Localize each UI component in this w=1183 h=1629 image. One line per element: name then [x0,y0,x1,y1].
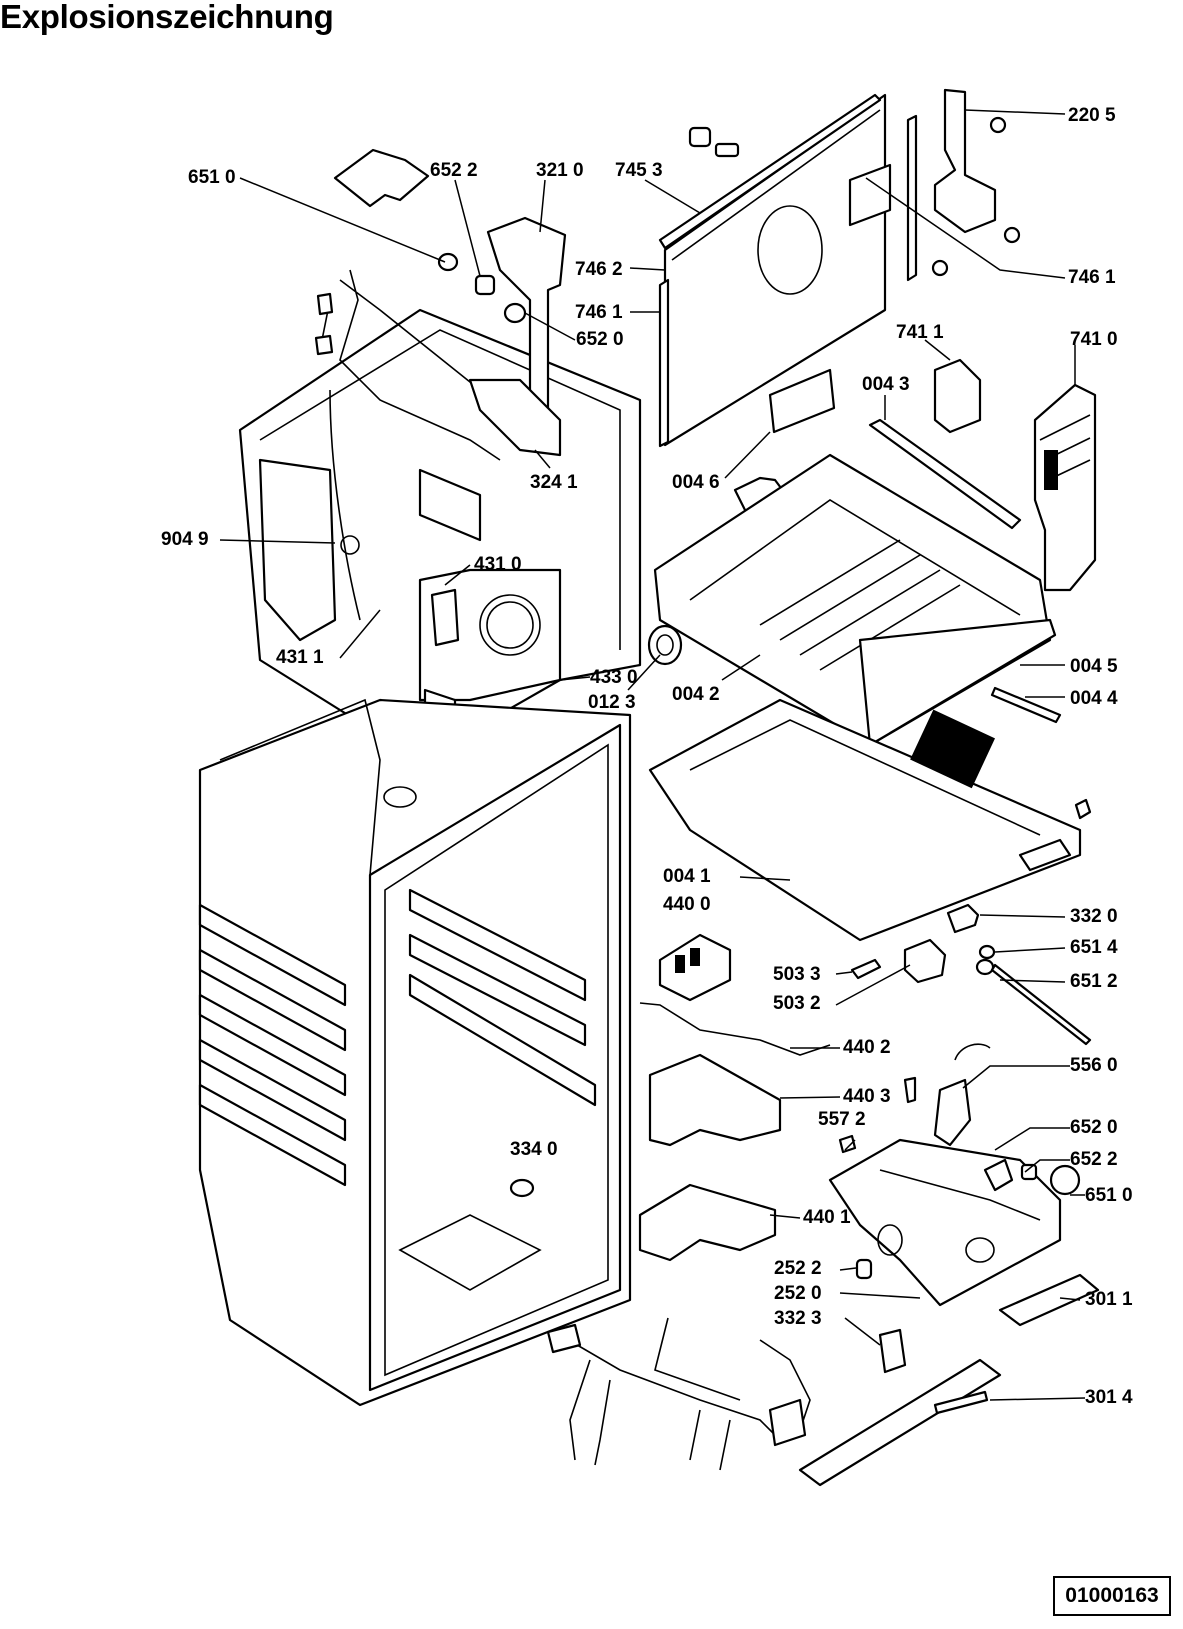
part-label: 301 1 [1085,1289,1133,1310]
base-shelf-part [648,698,1082,942]
part-label: 220 5 [1068,105,1116,126]
part-label: 004 5 [1070,656,1118,677]
part-label: 252 0 [774,1283,822,1304]
air-duct-part [468,378,562,457]
control-housing-part [828,1076,1081,1307]
part-label: 440 3 [843,1086,891,1107]
trim-part [798,1358,1002,1487]
part-label: 012 3 [588,692,636,713]
nut-part [975,958,995,976]
part-label: 745 3 [615,160,663,181]
part-label: 746 1 [575,302,623,323]
top-panel-part [658,93,918,448]
part-label: 431 1 [276,647,324,668]
part-label: 651 4 [1070,937,1118,958]
screw-part [688,116,1021,277]
air-duct-part [486,216,567,450]
fan-housing-part [238,308,642,762]
part-label: 741 1 [896,322,944,343]
part-label: 557 2 [818,1109,866,1130]
light-shield-part [333,148,430,208]
part-label: 431 0 [474,554,522,575]
trim-part [998,1273,1100,1327]
hinge-bracket-part [933,88,997,234]
part-label: 004 6 [672,472,720,493]
part-label: 324 1 [530,472,578,493]
part-label: 651 2 [1070,971,1118,992]
screw-part [1074,798,1092,820]
rod-part [990,963,1092,1046]
part-label: 004 2 [672,684,720,705]
part-label: 433 0 [590,667,638,688]
cabinet-part [198,698,632,1407]
reference-number: 01000163 [1065,1584,1159,1607]
part-label: 332 0 [1070,906,1118,927]
reference-number-box: 01000163 [1053,1576,1171,1616]
switch-part [878,1328,907,1374]
part-label: 004 3 [862,374,910,395]
part-label: 301 4 [1085,1387,1133,1408]
part-label: 746 2 [575,259,623,280]
rail-part [868,418,1022,530]
crisper-tray-part [653,453,1057,747]
part-label: 440 1 [803,1207,851,1228]
part-label: 652 0 [576,329,624,350]
bulb-socket-part [437,252,527,324]
part-label: 004 4 [1070,688,1118,709]
part-label: 652 0 [1070,1117,1118,1138]
part-label: 652 2 [1070,1149,1118,1170]
part-label: 440 2 [843,1037,891,1058]
page-title: Explosionszeichnung [0,0,334,35]
part-label: 332 3 [774,1308,822,1329]
ring-part [954,1043,991,1061]
part-label: 334 0 [510,1139,558,1160]
lamp-part [855,1258,873,1280]
part-label: 651 0 [1085,1185,1133,1206]
rod-part [990,686,1062,724]
housing-part [648,1053,782,1147]
clip-part [850,958,882,980]
part-label: 321 0 [536,160,584,181]
cable-part [639,1002,831,1056]
part-label: 652 2 [430,160,478,181]
light-cover-part [1033,383,1097,592]
hinge-bracket-part [848,163,892,227]
part-label: 741 0 [1070,329,1118,350]
connector-part [316,292,334,316]
part-label: 503 3 [773,964,821,985]
wire-harness-part [546,1317,811,1471]
part-labels: 220 5 651 0 652 2 321 0 745 3 746 2 746 … [161,105,1133,1408]
part-label: 503 2 [773,993,821,1014]
part-label: 004 1 [663,866,711,887]
part-label: 746 1 [1068,267,1116,288]
switch-part [946,903,980,934]
connector-part [314,334,334,356]
wheel-part [647,624,683,666]
part-label: 440 0 [663,894,711,915]
relay-part [903,938,947,984]
leader-lines [219,109,1086,1401]
housing-part [638,1183,777,1262]
part-label: 252 2 [774,1258,822,1279]
part-label: 904 9 [161,529,209,550]
part-label: 556 0 [1070,1055,1118,1076]
label-strip-part [933,1390,989,1415]
nut-part [978,944,996,960]
control-box-part [658,933,732,1002]
thermostat-housing-part [933,358,982,434]
part-label: 651 0 [188,167,236,188]
